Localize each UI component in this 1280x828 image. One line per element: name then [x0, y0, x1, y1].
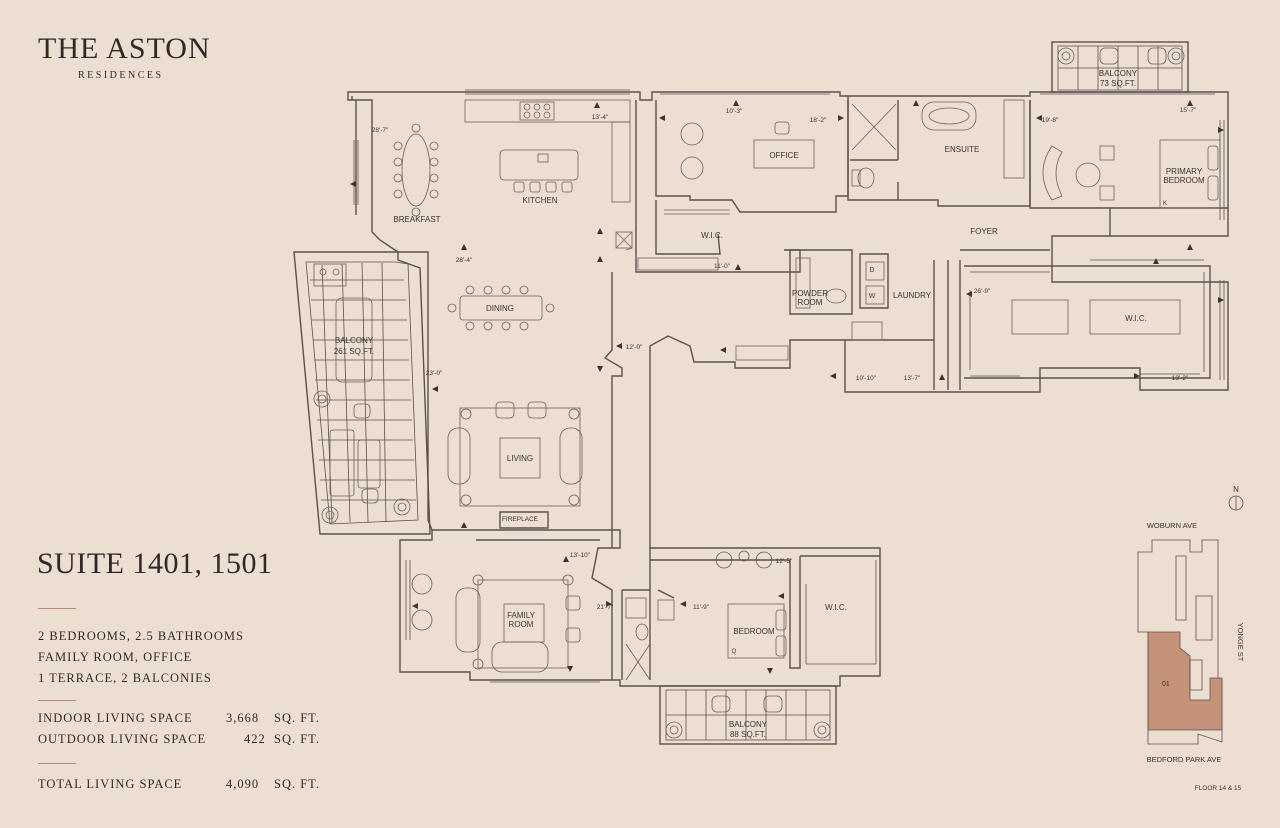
area-value: 422	[244, 732, 266, 746]
suite-features: 2 BEDROOMS, 2.5 BATHROOMS FAMILY ROOM, O…	[38, 626, 244, 689]
divider	[38, 608, 76, 609]
dim-laundry-a: 10'-10"	[856, 375, 877, 382]
fireplace-label: FIREPLACE	[502, 516, 539, 523]
dim-bedroom-h: 11'-9"	[693, 604, 710, 611]
street-bedford: BEDFORD PARK AVE	[1147, 755, 1222, 764]
feature-item: FAMILY ROOM, OFFICE	[38, 650, 193, 664]
street-woburn: WOBURN AVE	[1147, 521, 1197, 530]
room-breakfast: BREAKFAST	[393, 215, 440, 224]
balcony-west-label: BALCONY	[335, 336, 374, 345]
brand-title: THE ASTON	[38, 32, 211, 65]
floor-label: FLOOR 14 & 15	[1195, 785, 1242, 792]
room-wic-primary: W.I.C.	[1125, 314, 1147, 323]
dim-bedroom-w: 12'-5"	[776, 558, 793, 565]
street-yonge: YONGE ST	[1236, 623, 1245, 662]
dryer-label: D	[869, 267, 874, 274]
room-ensuite: ENSUITE	[945, 145, 980, 154]
area-value: 4,090	[226, 777, 260, 791]
area-unit: SQ. FT.	[274, 732, 321, 746]
room-bedroom: BEDROOM	[733, 627, 775, 636]
keymap-unit-highlight	[1147, 631, 1223, 731]
room-powder: ROOM	[798, 298, 823, 307]
dimension-arrows	[350, 100, 1224, 674]
area-label: TOTAL LIVING SPACE	[38, 777, 183, 791]
dim-kitchen: 13'-4"	[592, 114, 609, 121]
balcony-west-area: 261 SQ.FT.	[334, 347, 374, 356]
dim-primary: 15'-7"	[1180, 107, 1197, 114]
dim-hall: 12'-0"	[626, 344, 643, 351]
room-wic-bedroom: W.I.C.	[825, 603, 847, 612]
balcony-north-label: BALCONY	[1099, 69, 1138, 78]
room-wic-office: W.I.C.	[701, 231, 723, 240]
area-label: INDOOR LIVING SPACE	[38, 711, 193, 725]
room-family: ROOM	[509, 620, 534, 629]
dim-wic-primary-b: 13'-2"	[1172, 375, 1189, 382]
dim-wic-primary: 26'-9"	[974, 288, 991, 295]
north-arrow-label: N	[1233, 485, 1239, 494]
dimension-labels: 28'-7" 13'-4" 10'-3" 18'-2" 19'-8" 15'-7…	[372, 107, 1197, 611]
room-living: LIVING	[507, 454, 533, 463]
dim-laundry-b: 13'-7"	[904, 375, 921, 382]
north-balcony: BALCONY 73 SQ.FT.	[1051, 41, 1189, 93]
dim-office-h: 18'-2"	[810, 117, 827, 124]
bed-size-k: K	[1163, 201, 1167, 207]
windows	[353, 89, 1225, 683]
divider	[38, 763, 76, 764]
room-foyer: FOYER	[970, 227, 998, 236]
furniture	[393, 99, 1221, 681]
divider	[38, 700, 76, 701]
bed-size-q: Q	[732, 649, 737, 655]
keymap-unit-label: 01	[1162, 681, 1170, 688]
balcony-south-area: 88 SQ.FT.	[730, 730, 766, 739]
room-powder: POWDER	[792, 289, 828, 298]
room-labels: BREAKFAST KITCHEN OFFICE ENSUITE PRIMARY…	[393, 145, 1205, 655]
south-balcony: BALCONY 88 SQ.FT.	[659, 685, 837, 745]
room-primary-bedroom: PRIMARY	[1166, 167, 1203, 176]
area-unit: SQ. FT.	[274, 777, 321, 791]
dim-office-w: 10'-3"	[726, 108, 743, 115]
feature-item: 2 BEDROOMS, 2.5 BATHROOMS	[38, 629, 244, 643]
area-label: OUTDOOR LIVING SPACE	[38, 732, 207, 746]
room-dining: DINING	[486, 304, 514, 313]
dim-family-h: 21'-7"	[597, 604, 614, 611]
room-kitchen: KITCHEN	[522, 196, 557, 205]
washer-label: W	[869, 293, 876, 300]
feature-item: 1 TERRACE, 2 BALCONIES	[38, 671, 212, 685]
west-balcony: BALCONY 261 SQ.FT.	[293, 251, 431, 535]
balcony-north-area: 73 SQ.FT.	[1100, 79, 1136, 88]
room-primary-bedroom: BEDROOM	[1163, 176, 1205, 185]
site-keymap: N WOBURN AVE YONGE ST BEDFORD PARK AVE F…	[1137, 485, 1245, 792]
suite-title: SUITE 1401, 1501	[37, 547, 273, 580]
dim-wic-office: 11'-0"	[714, 263, 731, 270]
balcony-south-label: BALCONY	[729, 720, 768, 729]
dim-family-w: 13'-10"	[570, 552, 591, 559]
room-family: FAMILY	[507, 611, 536, 620]
dim-ensuite: 19'-8"	[1042, 117, 1059, 124]
area-unit: SQ. FT.	[274, 711, 321, 725]
info-panel: THE ASTON RESIDENCES SUITE 1401, 1501 2 …	[0, 0, 340, 828]
interior-walls	[432, 96, 1228, 680]
room-laundry: LAUNDRY	[893, 291, 932, 300]
dim-dining: 28'-4"	[456, 257, 473, 264]
brand-subtitle: RESIDENCES	[78, 70, 164, 81]
area-value: 3,668	[226, 711, 260, 725]
room-office: OFFICE	[769, 151, 798, 160]
dim-breakfast: 28'-7"	[372, 127, 389, 134]
dim-living: 23'-0"	[426, 370, 443, 377]
